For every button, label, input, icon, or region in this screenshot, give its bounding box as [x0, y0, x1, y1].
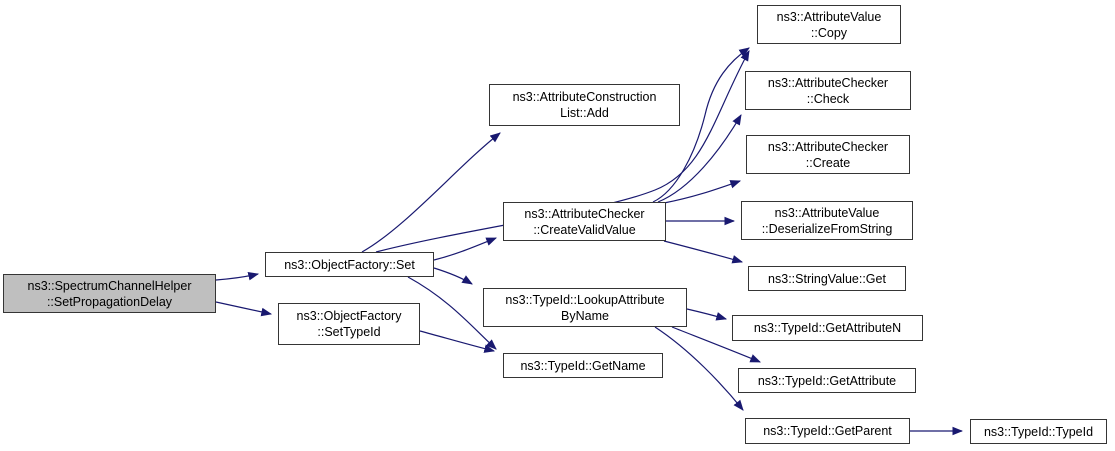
node-label-line: ::SetPropagationDelay — [46, 294, 173, 309]
node-typeid-getname[interactable]: ns3::TypeId::GetName — [503, 353, 663, 378]
node-label-line: ns3::TypeId::TypeId — [983, 424, 1094, 439]
node-attributechecker-createvalidvalue[interactable]: ns3::AttributeChecker::CreateValidValue — [503, 202, 666, 241]
node-typeid-typeid[interactable]: ns3::TypeId::TypeId — [970, 419, 1107, 444]
node-label-line: ns3::TypeId::LookupAttribute — [505, 292, 665, 307]
node-label-line: ::Create — [805, 155, 851, 170]
edge-attributechecker-createvalidvalue-to-stringvalue-get — [663, 240, 744, 264]
edge-objectfactory-set-to-attributeconstructionlist-add — [361, 132, 501, 253]
edge-attributechecker-createvalidvalue-to-attributechecker-create — [663, 180, 742, 204]
node-objectfactory-settypeid[interactable]: ns3::ObjectFactory::SetTypeId — [278, 303, 420, 345]
node-label-line: ns3::SpectrumChannelHelper — [27, 278, 192, 293]
node-label-line: ns3::ObjectFactory — [296, 309, 402, 323]
node-typeid-getparent[interactable]: ns3::TypeId::GetParent — [745, 418, 910, 444]
node-label-line: ns3::AttributeChecker — [767, 139, 889, 154]
node-label-line: ns3::AttributeConstruction — [512, 90, 657, 104]
node-attributevalue-copy[interactable]: ns3::AttributeValue::Copy — [757, 5, 901, 44]
edge-typeid-lookupattributebyname-to-typeid-getparent — [654, 326, 744, 411]
node-label-line: ns3::ObjectFactory::Set — [284, 257, 415, 272]
edge-objectfactory-set-to-attributechecker-createvalidvalue — [433, 237, 498, 261]
node-label-line: ::CreateValidValue — [533, 222, 636, 237]
edge-attributechecker-createvalidvalue-to-attributechecker-check — [657, 114, 742, 203]
node-label-line: ::DeserializeFromString — [761, 221, 893, 236]
edge-typeid-lookupattributebyname-to-typeid-getattributen — [686, 308, 728, 321]
node-objectfactory-set[interactable]: ns3::ObjectFactory::Set — [265, 252, 434, 277]
edge-spectrumchannelhelper-setpropagationdelay-to-objectfactory-settypeid — [215, 301, 273, 317]
edge-spectrumchannelhelper-setpropagationdelay-to-objectfactory-set — [215, 271, 260, 281]
node-label-line: ns3::TypeId::GetAttributeN — [753, 321, 902, 335]
node-label-line: ns3::AttributeChecker — [767, 75, 889, 90]
edge-attributechecker-createvalidvalue-to-attributevalue-copy — [652, 47, 750, 203]
node-label-line: ns3::TypeId::GetAttribute — [757, 373, 897, 388]
node-label-line: ::SetTypeId — [317, 325, 381, 339]
node-typeid-getattribute[interactable]: ns3::TypeId::GetAttribute — [738, 368, 916, 393]
node-label-line: ns3::AttributeChecker — [524, 206, 645, 221]
node-label-line: ::Copy — [810, 25, 848, 40]
node-label-line: ns3::StringValue::Get — [768, 271, 886, 286]
node-label-line: ns3::TypeId::GetName — [520, 358, 646, 373]
edge-objectfactory-set-to-typeid-lookupattributebyname — [433, 267, 473, 285]
edge-typeid-lookupattributebyname-to-typeid-getattribute — [671, 326, 761, 363]
node-label-line: ns3::AttributeValue — [774, 205, 880, 220]
edge-objectfactory-set-to-typeid-getname — [407, 276, 497, 350]
node-typeid-getattributen[interactable]: ns3::TypeId::GetAttributeN — [732, 315, 923, 341]
node-label-line: ns3::AttributeValue — [776, 9, 882, 24]
node-label-line: ns3::TypeId::GetParent — [763, 424, 892, 438]
node-label-line: ::Check — [806, 91, 850, 106]
node-label-line: List::Add — [560, 106, 609, 120]
node-spectrumchannelhelper-setpropagationdelay: ns3::SpectrumChannelHelper::SetPropagati… — [3, 274, 216, 313]
node-attributechecker-check[interactable]: ns3::AttributeChecker::Check — [745, 71, 911, 110]
edge-objectfactory-set-to-attributevalue-copy — [375, 50, 750, 253]
node-stringvalue-get[interactable]: ns3::StringValue::Get — [748, 266, 906, 291]
node-attributechecker-create[interactable]: ns3::AttributeChecker::Create — [746, 135, 910, 174]
node-attributevalue-deserializefromstring[interactable]: ns3::AttributeValue::DeserializeFromStri… — [741, 201, 913, 240]
edge-objectfactory-settypeid-to-typeid-getname — [419, 330, 496, 353]
node-label-line: ByName — [561, 308, 609, 323]
